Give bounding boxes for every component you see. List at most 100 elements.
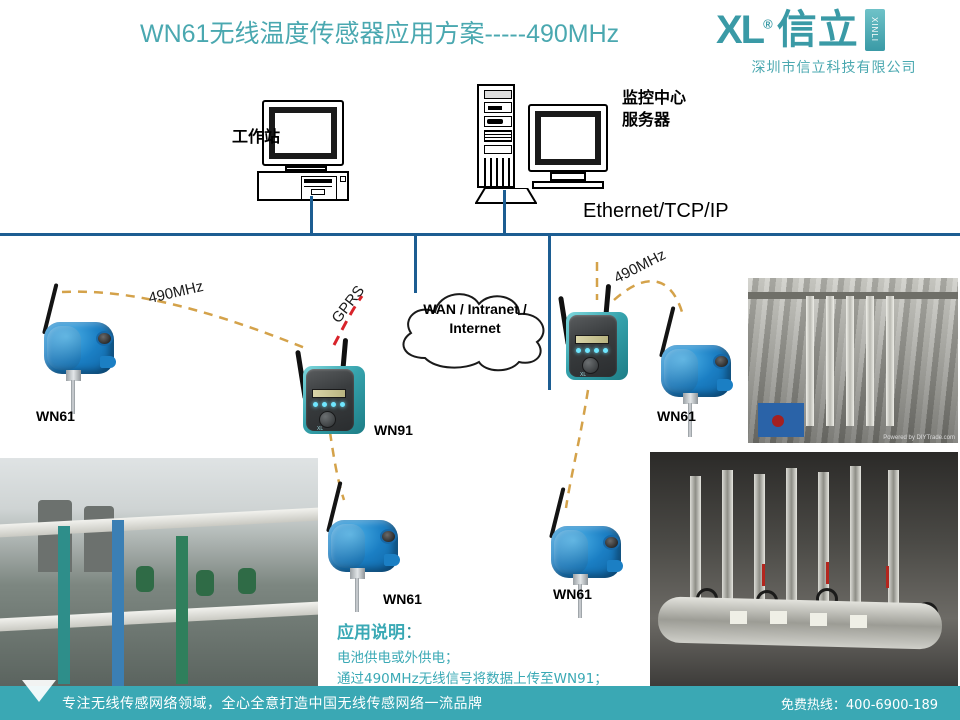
server-label-line1: 监控中心: [622, 88, 687, 107]
workstation-power-led: [340, 176, 346, 182]
sensor-mount-ear: [384, 554, 400, 566]
workstation-label: 工作站: [232, 127, 281, 146]
photo-flow-arrow: [886, 566, 889, 588]
wn91-gateway-right: XL: [558, 282, 638, 386]
drop-workstation: [310, 196, 313, 234]
application-note-heading-text: 应用说明: [337, 623, 405, 643]
workstation-monitor-stand: [284, 166, 327, 171]
workstation-drive-line: [304, 186, 332, 187]
sensor-connector-port: [603, 535, 620, 550]
server-monitor: [528, 104, 608, 189]
page-title: WN61无线温度传感器应用方案-----490MHz: [140, 20, 620, 48]
photo-drum: [136, 566, 154, 592]
sensor-neck: [683, 393, 698, 404]
logo-badge: XINLI: [864, 9, 885, 51]
server-bay-1: [484, 90, 512, 99]
server-bay-2: [484, 102, 512, 113]
gateway-shell: XL: [303, 366, 365, 434]
sensor-mount-ear: [607, 560, 623, 572]
server-bay-3-slot: [487, 119, 503, 124]
registered-trademark-icon: ®: [763, 16, 772, 32]
server-monitor-foot: [532, 181, 604, 189]
logo-chinese-text: 信立: [776, 6, 859, 53]
photo-pipe: [846, 296, 854, 426]
footer-triangle-icon: [22, 680, 56, 702]
gateway-front-panel: [569, 315, 617, 377]
gateway-dial: [582, 357, 599, 374]
photo-watermark: Powered by DIYTrade.com: [883, 435, 955, 441]
wn61-sensor-left: [38, 282, 130, 414]
photo-tag: [810, 613, 827, 626]
server-bay-2-slot: [488, 106, 502, 110]
wn61-sensor-right: [655, 305, 747, 437]
application-note-heading: 应用说明：: [337, 618, 608, 643]
drop-cloud: [414, 235, 417, 293]
server-tower: [475, 84, 537, 204]
drop-server: [503, 190, 506, 234]
sensor-lid: [47, 326, 81, 370]
wan-cloud: [402, 293, 545, 372]
photo-column: [112, 520, 124, 686]
drop-gateway-right: [548, 235, 551, 390]
gateway-lcd-display: [312, 389, 346, 398]
footer-bar: 专注无线传感网络领域，全心全意打造中国无线传感网络一流品牌 免费热线：400-6…: [0, 680, 960, 720]
photo-riser: [818, 472, 829, 626]
photo-riser: [754, 474, 765, 626]
logo-xl-mark: XL®: [716, 10, 773, 50]
server-bay-4: [484, 130, 512, 142]
wan-cloud-line2: Internet: [449, 319, 501, 336]
workstation-screen: [269, 107, 337, 159]
gateway-front-panel: [306, 369, 354, 431]
server-monitor-bezel: [528, 104, 608, 172]
wan-cloud-label: WAN / Intranet / Internet: [400, 300, 550, 338]
gprs-label: GPRS: [328, 282, 369, 327]
industrial-pipes-photo: Powered by DIYTrade.com: [748, 278, 958, 443]
photo-riser: [888, 470, 899, 626]
photo-pipe: [886, 296, 894, 426]
sensor-neck: [573, 574, 588, 585]
gateway-lcd-display: [575, 335, 609, 344]
application-note-colon: ：: [405, 623, 422, 643]
logo-badge-text: XINLI: [870, 17, 880, 43]
sensor-mount-ear: [717, 379, 733, 391]
server-vents: [484, 158, 512, 186]
gateway-brand-mark: XL: [317, 426, 324, 432]
sensor-neck: [66, 370, 81, 381]
server-monitor-stand: [550, 172, 586, 181]
server-label-line2: 服务器: [622, 110, 671, 129]
photo-pipe-run: [0, 601, 318, 632]
photo-tag: [850, 615, 867, 628]
wn61-sensor-center-lower: [322, 480, 414, 612]
photo-riser: [850, 466, 861, 626]
photo-flow-arrow: [826, 562, 829, 584]
photo-pipe: [806, 296, 814, 426]
application-note-line1: 电池供电或外供电；: [337, 650, 459, 666]
application-note: 应用说明： 电池供电或外供电； 通过490MHz无线信号将数据上传至WN91；: [337, 618, 608, 687]
sensor-lid: [331, 524, 365, 568]
company-name: 深圳市信立科技有限公司: [751, 60, 917, 76]
workstation-drive-bay: [301, 176, 337, 200]
photo-drum: [238, 568, 256, 594]
photo-pipe: [826, 296, 834, 426]
gateway-shell: XL: [566, 312, 628, 380]
application-note-line2: 通过490MHz无线信号将数据上传至WN91；: [337, 671, 608, 687]
photo-tank: [84, 506, 114, 572]
sensor-connector-port: [713, 354, 730, 369]
photo-beam: [748, 292, 958, 299]
footer-slogan: 专注无线传感网络领域，全心全意打造中国无线传感网络一流品牌: [62, 696, 483, 712]
rf-label-right: 490MHz: [611, 246, 669, 287]
server-tower-case: [477, 84, 515, 188]
workstation-case: [257, 171, 349, 201]
server-screen: [535, 111, 601, 165]
server-bay-5: [484, 145, 512, 154]
photo-column: [58, 526, 70, 684]
wn91-label-center: WN91: [374, 422, 413, 438]
sensor-probe: [71, 380, 75, 414]
workstation-drive-slot: [304, 179, 332, 183]
sensor-mount-ear: [100, 356, 116, 368]
sensor-probe: [688, 403, 692, 437]
photo-riser: [786, 468, 797, 626]
photo-riser: [722, 470, 733, 626]
photo-flow-arrow: [762, 564, 765, 586]
wan-cloud-line1: WAN / Intranet /: [423, 301, 527, 317]
